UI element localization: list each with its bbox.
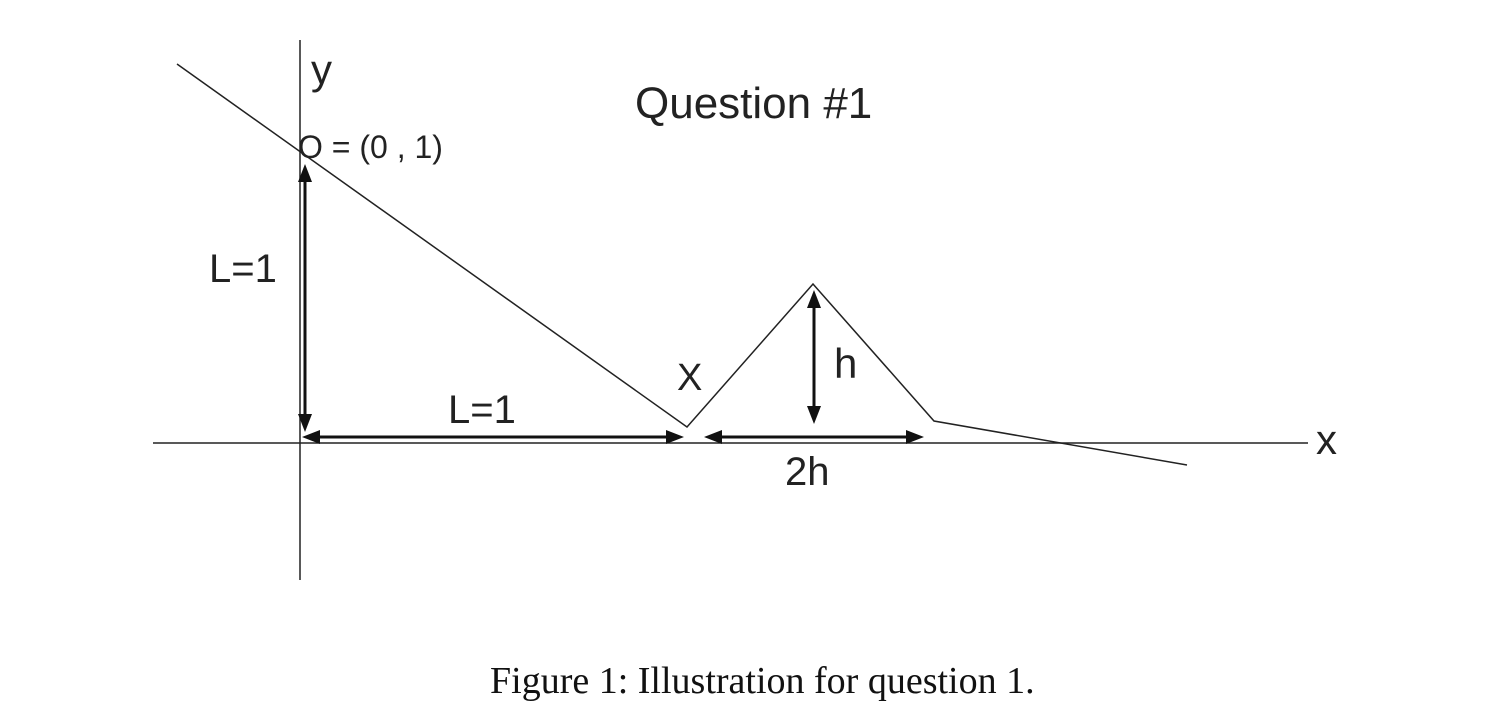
figure-caption: Figure 1: Illustration for question 1. [490, 660, 1035, 702]
diagram-title: Question #1 [635, 79, 872, 128]
vertical-length-arrow-top [298, 164, 312, 182]
ground-profile [176, 63, 1188, 466]
horizontal-length-label: L=1 [448, 388, 516, 432]
bump-width-label: 2h [785, 450, 830, 494]
horizontal-length-arrow-left [302, 430, 320, 444]
bump-width-arrow-left [704, 430, 722, 444]
x-axis-label: x [1316, 416, 1337, 463]
origin-point-label: O = (0 , 1) [298, 129, 443, 165]
vertical-length-label: L=1 [209, 247, 277, 291]
horizontal-length-arrow-right [666, 430, 684, 444]
bump-height-label: h [834, 340, 857, 387]
vertical-length-arrow-bottom [298, 414, 312, 432]
bump-start-label: X [677, 357, 702, 399]
bump-height-arrow-bottom [807, 406, 821, 424]
bump-height-arrow-top [807, 290, 821, 308]
y-axis-label: y [311, 46, 332, 93]
bump-width-arrow-right [906, 430, 924, 444]
